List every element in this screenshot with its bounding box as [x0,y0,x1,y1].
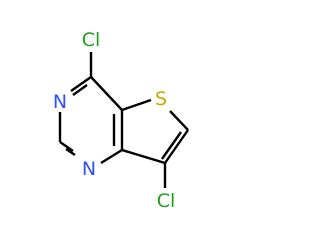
bond-c2-n1-inner [65,148,76,156]
bond-c6-c7-inner [161,131,182,160]
atom-n-left: N [53,91,67,113]
atom-s-ring: S [155,88,167,110]
bond-c4-n3 [70,76,92,92]
molecule-structure: Cl N N S Cl [53,29,189,212]
atom-cl-top: Cl [82,29,101,51]
atom-n-bottom: N [82,158,96,180]
bond-c4a-s [121,98,152,112]
bond-n1-c7a [100,148,123,165]
bond-c4a-c4 [90,76,123,111]
structure-canvas: Cl N N S Cl [52,29,189,212]
bond-c6-c7 [164,129,189,164]
bond-s-c6 [169,110,189,131]
bond-c7-c7a [121,148,166,165]
bond-c4-n3-inner [72,84,88,96]
bond-c2-n1 [59,141,74,152]
atom-cl-bottom: Cl [157,190,176,212]
